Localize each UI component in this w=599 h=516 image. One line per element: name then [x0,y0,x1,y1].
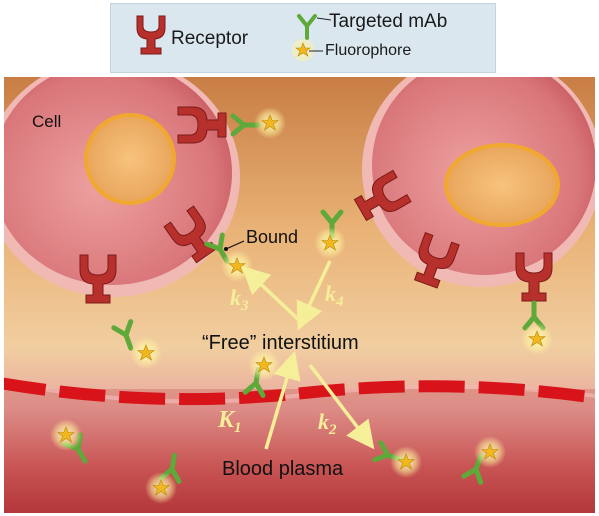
receptor-icon [136,15,166,55]
nucleus-left [84,113,176,205]
bound-pointer [225,240,245,250]
cell-right [362,77,595,287]
antibody-icon [297,14,332,40]
rate-k4: k4 [325,281,344,310]
blood-plasma-region [4,389,595,513]
nucleus-right [444,143,560,227]
fluorophore-icon [292,39,323,61]
transport-arrows [241,260,375,450]
label-blood-plasma: Blood plasma [222,458,344,480]
arrow-K1 [264,350,301,450]
label-cell: Cell [32,112,61,131]
legend-icons [136,14,332,61]
legend-antibody-label: Targeted mAb [329,11,448,32]
arrow-k4 [296,260,332,331]
tissue-diagram: k3 k4 K1 k2 Cell Bound “Free” interstiti… [4,77,595,513]
legend-box: Receptor Targeted mAb Fluorophore [110,3,496,73]
vessel-wall [4,377,595,406]
arrow-k3 [241,265,302,323]
label-bound: Bound [246,227,298,247]
rate-k3: k3 [230,285,249,314]
rate-K1: K1 [217,407,242,436]
label-free-interstitium: “Free” interstitium [202,332,359,354]
arrow-k2 [308,363,375,450]
rate-k2: k2 [318,409,337,438]
legend-receptor-label: Receptor [171,28,249,49]
legend-fluorophore-label: Fluorophore [325,42,412,59]
bound-pointer-dot [224,247,228,251]
